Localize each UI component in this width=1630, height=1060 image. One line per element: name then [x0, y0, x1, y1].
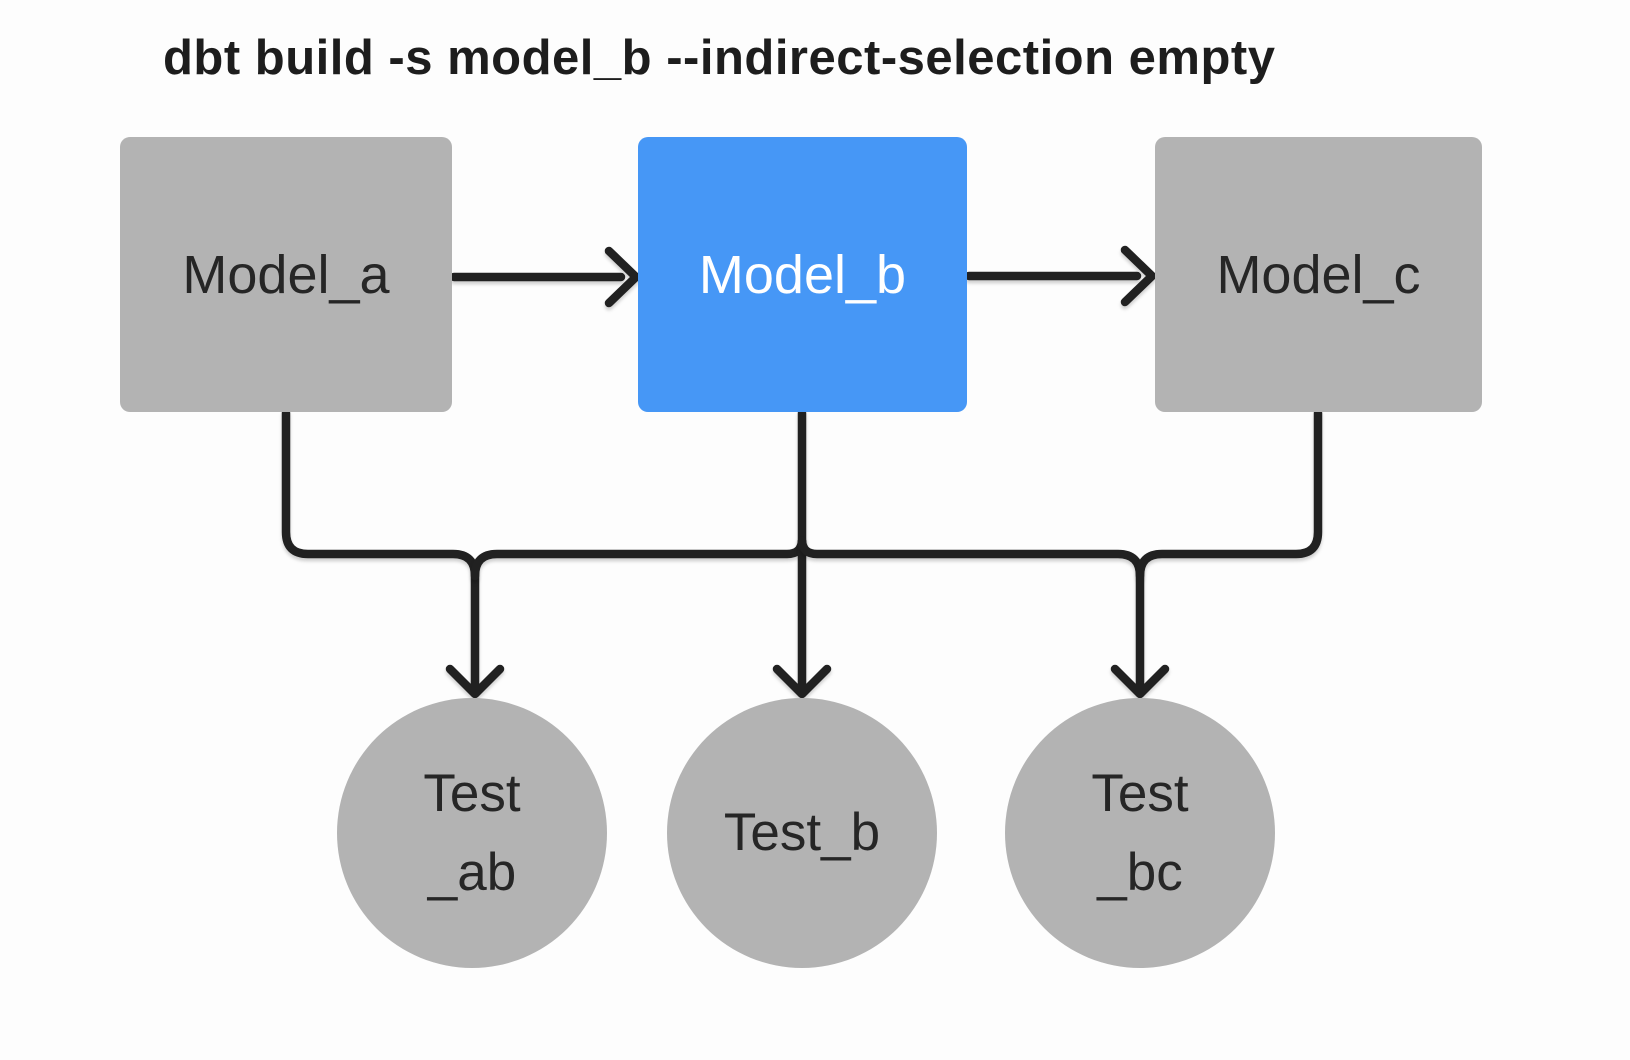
edge-model-a-to-model-b: [449, 246, 641, 308]
node-test-ab-label-line2: _ab: [427, 843, 517, 902]
node-test-bc-label-line2: _bc: [1097, 843, 1183, 902]
node-model-b-label: Model_b: [698, 244, 907, 305]
node-model-a: Model_a: [120, 137, 452, 412]
command-title: dbt build -s model_b --indirect-selectio…: [163, 31, 1276, 85]
edge-bus-right-segment: [797, 536, 1145, 581]
node-model-c-label: Model_c: [1216, 244, 1421, 305]
node-model-c: Model_c: [1155, 137, 1482, 412]
node-test-b: Test_b: [667, 698, 937, 968]
edge-model-a-to-test-ab: [281, 408, 505, 699]
node-test-bc: Test _bc: [1005, 698, 1275, 968]
node-model-b-selected: Model_b: [638, 137, 967, 412]
edge-bus-left-segment: [470, 536, 807, 581]
node-test-ab-label-line1: Test: [423, 763, 521, 823]
edge-model-b-to-model-c: [964, 245, 1157, 307]
node-model-a-label: Model_a: [182, 244, 390, 305]
node-test-bc-label-line1: Test: [1091, 763, 1189, 823]
node-test-b-label: Test_b: [723, 803, 881, 863]
edge-model-c-to-test-bc: [1110, 408, 1323, 699]
node-test-ab: Test _ab: [337, 698, 607, 968]
